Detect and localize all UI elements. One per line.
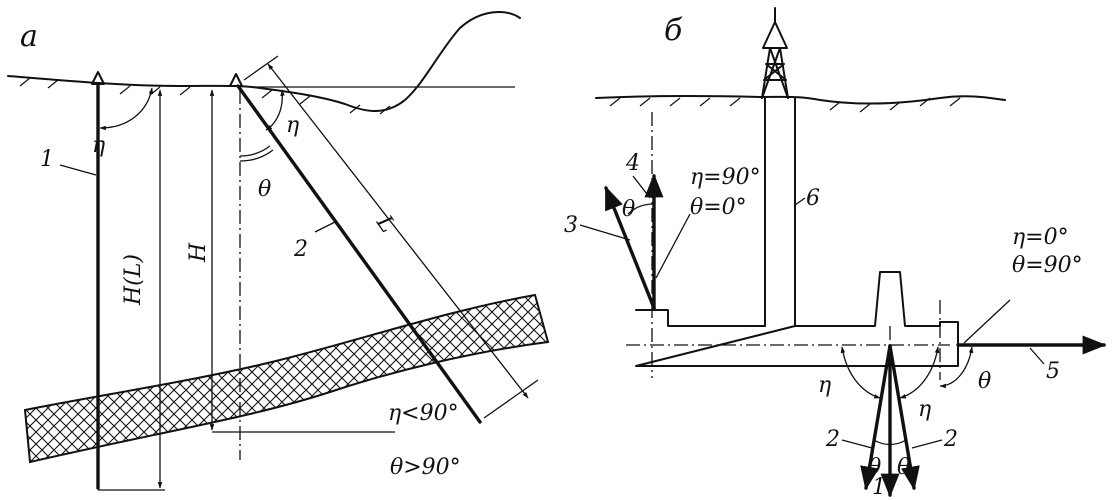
leader-5 (1029, 347, 1045, 365)
theta-arc-horizontal (939, 346, 974, 389)
leader-2-right (911, 439, 943, 449)
leader-vertical-condition (655, 213, 691, 279)
condition-horizontal-eta: η=0° (1012, 225, 1069, 250)
theta-angle-label: θ (258, 177, 271, 202)
condition-vertical-theta: θ=0° (690, 195, 747, 220)
inclined-well-2-right (888, 344, 920, 491)
panel-a: а η 1 H(L) H (7, 11, 550, 491)
condition-theta-greater-90: θ>90° (390, 455, 461, 480)
dimension-label-L: L (371, 210, 400, 237)
panel-b-label: б (664, 13, 683, 48)
theta-low-left-label: θ (868, 455, 881, 480)
label-5: 5 (1046, 359, 1060, 384)
leader-horizontal-condition (963, 299, 1011, 344)
label-2-right: 2 (943, 427, 958, 452)
dimension-label-H: H (186, 242, 211, 263)
ore-stratum (23, 293, 550, 464)
theta-low-right-label: θ (897, 455, 910, 480)
leader-4 (632, 175, 651, 199)
panel-b: б 6 (564, 7, 1107, 500)
L-extension-top (243, 55, 279, 81)
underground-chamber (635, 271, 959, 367)
ground-hatching-a (19, 77, 391, 115)
label-3: 3 (564, 213, 578, 238)
ground-hatching-b (609, 97, 961, 113)
eta-angle-label-1: η (92, 133, 105, 158)
eta-arc-2 (265, 89, 285, 131)
label-2-left: 2 (825, 427, 840, 452)
inclined-well-2-left (860, 344, 892, 491)
drilling-derrick (761, 7, 789, 99)
inclined-well-3 (604, 185, 656, 310)
panel-a-label: а (20, 19, 38, 54)
theta-horizontal-label: θ (978, 369, 991, 394)
eta-angle-label-2: η (286, 113, 299, 138)
well-1-label: 1 (40, 147, 54, 172)
vertical-shaft-6 (764, 97, 796, 327)
leader-well-2 (314, 221, 336, 233)
L-extension-bottom (483, 379, 539, 419)
theta-upper-label: θ (622, 197, 635, 222)
eta-arc-low-left (840, 346, 881, 399)
leader-6 (794, 197, 806, 206)
well-2-label: 2 (293, 237, 308, 262)
condition-vertical-eta: η=90° (690, 165, 761, 190)
eta-low-left-label: η (818, 373, 831, 398)
dimension-label-HL: H(L) (121, 254, 146, 306)
wellhead-1 (91, 71, 105, 85)
ground-surface-b (595, 95, 1006, 105)
leader-2-left (841, 439, 873, 449)
condition-eta-less-90: η<90° (388, 401, 459, 426)
label-6: 6 (806, 186, 820, 211)
eta-arc-low-right (899, 346, 940, 399)
leader-well-1 (59, 164, 97, 176)
leader-3 (579, 224, 631, 241)
condition-horizontal-theta: θ=90° (1012, 253, 1083, 278)
dimension-line-L (267, 63, 529, 399)
theta-arc-low (873, 439, 907, 446)
label-4: 4 (625, 151, 640, 176)
wellhead-2 (229, 73, 243, 87)
label-1: 1 (872, 475, 886, 500)
eta-low-right-label: η (918, 397, 931, 422)
eta-arc-1 (99, 87, 154, 131)
theta-arc-upper (627, 203, 655, 215)
